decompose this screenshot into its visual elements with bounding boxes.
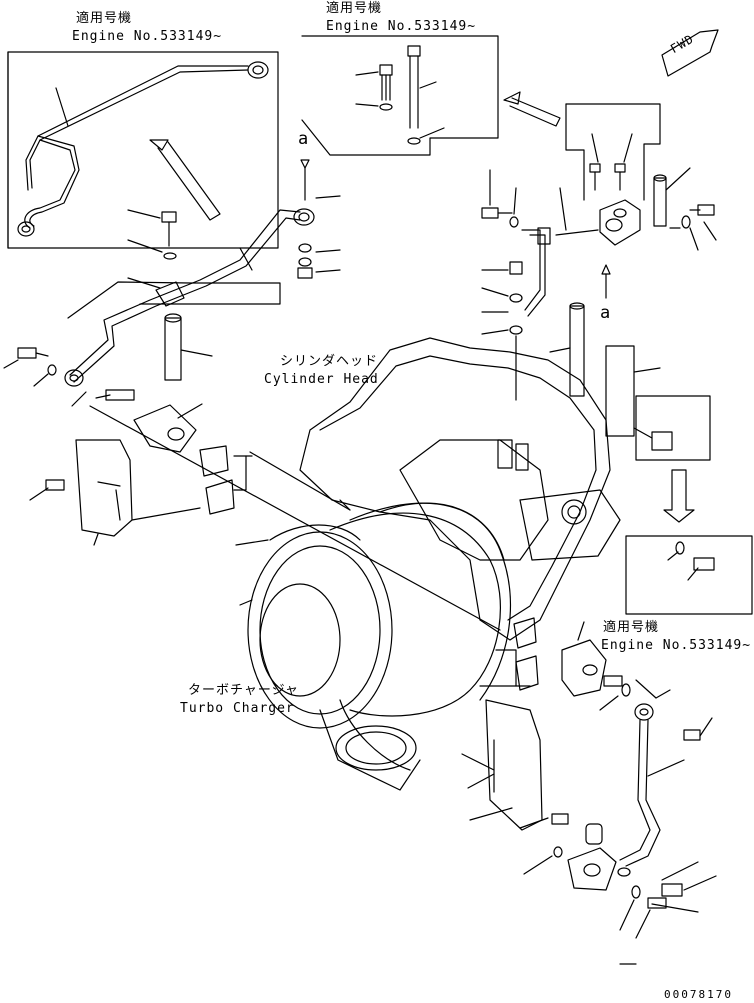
cylinder-head-en: Cylinder Head (264, 372, 379, 387)
cylinder-head-outline (300, 262, 710, 640)
note3-en: Engine No.533149~ (601, 638, 752, 653)
inset-box-bolt-center (302, 36, 498, 155)
view-a-label-left: a (298, 129, 310, 149)
turbo-charger-jp: ターボチャージャ (188, 683, 299, 698)
cylinder-head-jp: シリンダヘッド (280, 354, 379, 369)
inset-box-pipe-left (8, 52, 278, 248)
note3-jp: 適用号機 (603, 620, 660, 635)
note2-jp: 適用号機 (326, 1, 383, 16)
bracket-group-right (482, 104, 716, 316)
arrow-down-right (664, 470, 694, 522)
note1-en: Engine No.533149~ (72, 29, 223, 44)
inset-box-bolt-right (626, 536, 752, 614)
note2-en: Engine No.533149~ (326, 19, 477, 34)
arrow-to-center-inset (504, 92, 560, 126)
document-number: 00078170 (664, 988, 733, 1001)
fwd-arrow (662, 30, 718, 76)
note1-jp: 適用号機 (76, 11, 133, 26)
view-a-label-right: a (600, 303, 612, 323)
turbo-charger-en: Turbo Charger (180, 701, 295, 716)
pipe-assembly-bottom-right (462, 618, 716, 964)
pipe-assembly-left (4, 160, 340, 545)
turbo-charger (236, 500, 510, 790)
long-leaders (90, 406, 500, 630)
